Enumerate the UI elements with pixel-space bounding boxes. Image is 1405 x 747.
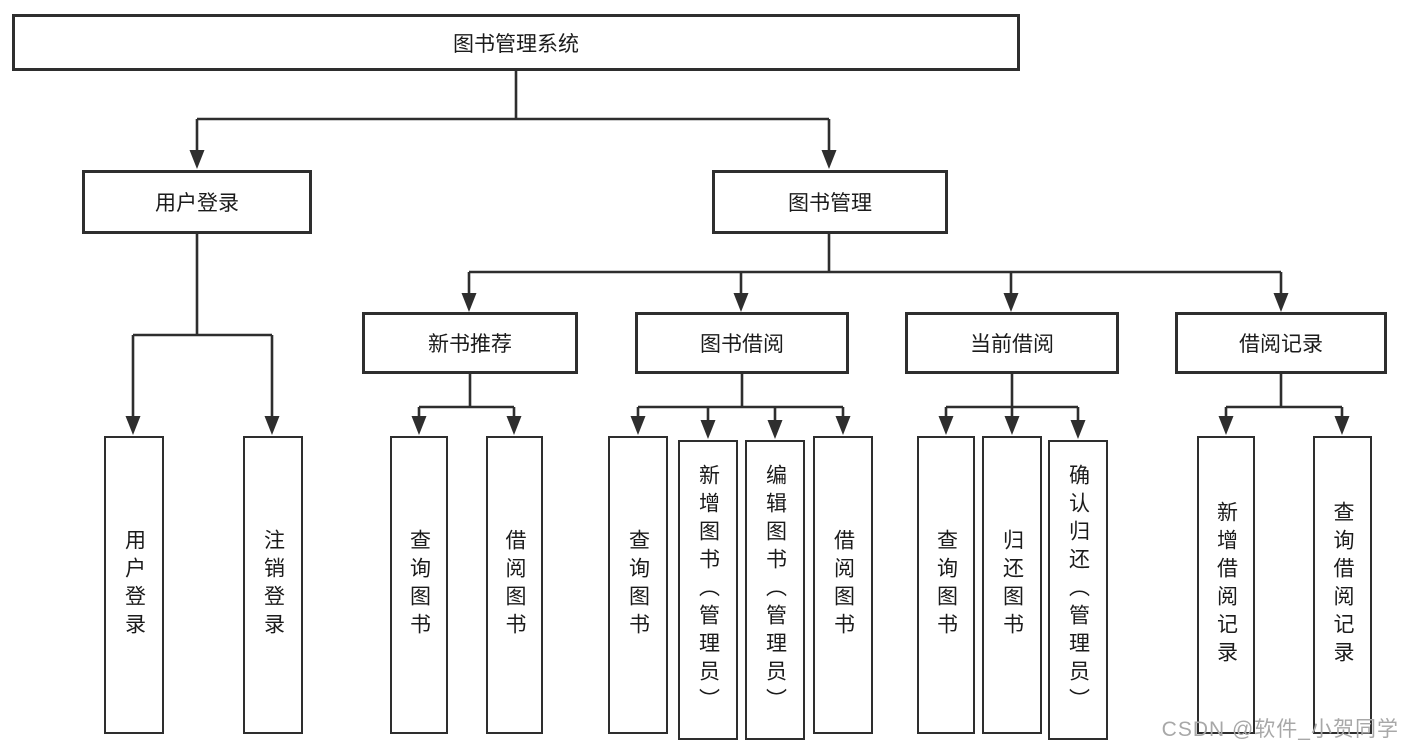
- leaf-borrowing-edit-books-admin: 编辑图书（管理员）: [745, 440, 805, 740]
- node-root-system: 图书管理系统: [12, 14, 1020, 71]
- node-borrowing-records-label: 借阅记录: [1239, 333, 1323, 356]
- node-borrowing-records: 借阅记录: [1175, 312, 1387, 374]
- leaf-borrowing-query-books: 查询图书: [608, 436, 668, 734]
- node-new-book-recommend: 新书推荐: [362, 312, 578, 374]
- leaf-borrowing-add-books-admin: 新增图书（管理员）: [678, 440, 738, 740]
- leaf-records-add-record-label: 新增借阅记录: [1214, 501, 1238, 669]
- leaf-current-query-books: 查询图书: [917, 436, 975, 734]
- leaf-records-query-record-label: 查询借阅记录: [1331, 501, 1354, 669]
- leaf-recommend-query-books-label: 查询图书: [407, 529, 431, 641]
- leaf-recommend-query-books: 查询图书: [390, 436, 448, 734]
- node-book-borrowing: 图书借阅: [635, 312, 849, 374]
- node-root-label: 图书管理系统: [453, 32, 579, 56]
- leaf-borrowing-borrow-books-label: 借阅图书: [831, 529, 855, 641]
- leaf-user-login-label: 用户登录: [122, 529, 146, 641]
- leaf-records-add-record: 新增借阅记录: [1197, 436, 1255, 734]
- leaf-borrowing-edit-books-admin-label: 编辑图书（管理员）: [763, 464, 787, 716]
- node-new-book-recommend-label: 新书推荐: [428, 333, 512, 356]
- leaf-records-query-record: 查询借阅记录: [1313, 436, 1372, 734]
- leaf-current-confirm-return-admin: 确认归还（管理员）: [1048, 440, 1108, 740]
- node-current-borrowing-label: 当前借阅: [970, 333, 1054, 356]
- leaf-borrowing-query-books-label: 查询图书: [626, 529, 650, 641]
- leaf-logout: 注销登录: [243, 436, 303, 734]
- node-current-borrowing: 当前借阅: [905, 312, 1119, 374]
- leaf-recommend-borrow-books: 借阅图书: [486, 436, 543, 734]
- leaf-logout-label: 注销登录: [261, 529, 285, 641]
- node-book-borrowing-label: 图书借阅: [700, 333, 784, 356]
- leaf-current-return-books: 归还图书: [982, 436, 1042, 734]
- leaf-borrowing-borrow-books: 借阅图书: [813, 436, 873, 734]
- leaf-current-query-books-label: 查询图书: [934, 529, 958, 641]
- node-user-login: 用户登录: [82, 170, 312, 234]
- csdn-watermark: CSDN @软件_小贺同学: [1161, 718, 1399, 741]
- node-book-management: 图书管理: [712, 170, 948, 234]
- node-book-management-label: 图书管理: [788, 192, 872, 215]
- leaf-current-confirm-return-admin-label: 确认归还（管理员）: [1066, 464, 1090, 716]
- leaf-current-return-books-label: 归还图书: [1000, 529, 1024, 641]
- leaf-user-login: 用户登录: [104, 436, 164, 734]
- node-user-login-label: 用户登录: [155, 192, 239, 215]
- leaf-borrowing-add-books-admin-label: 新增图书（管理员）: [696, 464, 720, 716]
- leaf-recommend-borrow-books-label: 借阅图书: [503, 529, 526, 641]
